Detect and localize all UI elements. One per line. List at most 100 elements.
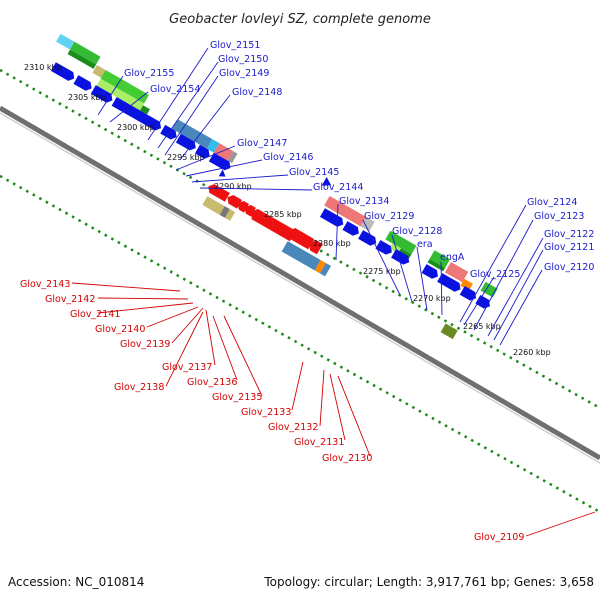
gene-label: Glov_2144 <box>313 182 363 193</box>
scale-label: 2305 kbp <box>68 93 106 102</box>
reverse-gene <box>244 204 256 217</box>
reverse-gene <box>309 239 323 255</box>
gene-label: Glov_2131 <box>294 437 344 448</box>
inner-tick-track <box>0 174 600 514</box>
forward-gene <box>208 152 231 171</box>
forward-gene <box>218 169 226 177</box>
gene-label: Glov_2146 <box>263 152 313 163</box>
gene-label: Glov_2130 <box>322 453 372 464</box>
cog-bar <box>360 216 375 232</box>
cog-bar <box>56 33 75 50</box>
forward-gene <box>459 286 477 301</box>
reverse-gene <box>251 208 296 242</box>
forward-gene <box>194 144 210 159</box>
gene-label: Glov_2135 <box>212 392 262 403</box>
backbone <box>0 105 600 461</box>
outer-tick-track <box>0 68 600 410</box>
forward-genes <box>50 62 491 309</box>
reverse-leaders <box>71 282 596 537</box>
cog-bar-lower <box>440 323 458 340</box>
forward-gene <box>342 221 359 236</box>
reverse-labels: Glov_2143 Glov_2142 Glov_2141 Glov_2140 … <box>20 279 524 543</box>
cog-bar-lower <box>224 209 236 221</box>
gene-label: Glov_2128 <box>392 226 442 237</box>
forward-gene <box>358 230 377 246</box>
gene-label: Glov_2148 <box>232 87 282 98</box>
cog-bar <box>92 65 106 78</box>
cog-bar-lower <box>281 241 321 271</box>
forward-leaders <box>97 47 544 346</box>
backbone-shadow <box>0 112 600 464</box>
forward-gene <box>73 75 92 91</box>
scale-label: 2290 kbp <box>214 182 252 191</box>
gene-label: Glov_2133 <box>241 407 291 418</box>
scale-label: 2310 kbp <box>24 63 62 72</box>
cog-bar <box>70 41 101 65</box>
forward-gene <box>111 97 161 131</box>
gene-label: engA <box>440 252 465 263</box>
gene-label: Glov_2136 <box>187 377 237 388</box>
cog-bar <box>213 143 234 161</box>
scale-label: 2285 kbp <box>264 210 302 219</box>
scale-label: 2295 kbp <box>167 153 205 162</box>
cog-bar <box>67 49 97 69</box>
scale-label: 2260 kbp <box>513 348 551 357</box>
gene-label: Glov_2122 <box>544 229 594 240</box>
forward-labels: Glov_2151 Glov_2150 Glov_2155 Glov_2149 … <box>124 40 594 280</box>
cog-bar-lower <box>219 206 230 218</box>
map-title: Geobacter lovleyi SZ, complete genome <box>169 12 431 27</box>
scale-labels: 2310 kbp 2305 kbp 2300 kbp 2295 kbp 2290… <box>24 63 551 357</box>
scale-label: 2275 kbp <box>363 267 401 276</box>
genome-summary-text: Topology: circular; Length: 3,917,761 bp… <box>263 575 594 589</box>
gene-label: Glov_2143 <box>20 279 70 290</box>
cog-bar <box>227 151 238 164</box>
reverse-gene <box>288 228 315 250</box>
cog-bar-lower <box>314 259 326 274</box>
cog-bar <box>460 278 473 291</box>
gene-label: Glov_2125 <box>470 269 520 280</box>
forward-gene <box>375 240 392 255</box>
gene-label: Glov_2145 <box>289 167 339 178</box>
gene-label: Glov_2109 <box>474 532 524 543</box>
gene-label: Glov_2140 <box>95 324 145 335</box>
cog-bar <box>96 78 145 111</box>
cog-bar <box>429 250 451 268</box>
cog-bar <box>206 139 220 153</box>
reverse-genes <box>202 184 458 340</box>
scale-label: 2300 kbp <box>117 123 155 132</box>
cog-bar <box>140 105 150 115</box>
gene-label: Glov_2154 <box>150 84 200 95</box>
forward-gene <box>50 62 75 81</box>
gene-label: Glov_2134 <box>339 196 389 207</box>
gene-label: Glov_2155 <box>124 68 174 79</box>
gene-label: Glov_2124 <box>527 197 577 208</box>
gene-label: Glov_2147 <box>237 138 287 149</box>
gene-label: Glov_2132 <box>268 422 318 433</box>
cog-bar <box>172 119 213 149</box>
gene-label: Glov_2129 <box>364 211 414 222</box>
cog-band <box>56 33 498 298</box>
scale-label: 2280 kbp <box>313 239 351 248</box>
gene-label: Glov_2139 <box>120 339 170 350</box>
forward-gene <box>421 264 438 279</box>
scale-label: 2270 kbp <box>413 294 451 303</box>
gene-label: Glov_2137 <box>162 362 212 373</box>
gene-label: Glov_2151 <box>210 40 260 51</box>
cog-bar <box>444 261 469 283</box>
gene-label: Glov_2138 <box>114 382 164 393</box>
gene-label: Glov_2121 <box>544 242 594 253</box>
cog-bar <box>385 230 417 255</box>
forward-gene <box>437 273 461 292</box>
gene-label: era <box>417 239 433 250</box>
forward-gene <box>160 124 177 140</box>
gene-label: Glov_2150 <box>218 54 268 65</box>
gene-label: Glov_2142 <box>45 294 95 305</box>
reverse-gene <box>237 200 249 213</box>
cog-bar-lower <box>319 262 332 277</box>
accession-text: Accession: NC_010814 <box>8 575 144 589</box>
forward-gene <box>90 85 113 103</box>
cog-bar <box>100 69 149 104</box>
gene-label: Glov_2141 <box>70 309 120 320</box>
forward-gene <box>391 248 410 265</box>
